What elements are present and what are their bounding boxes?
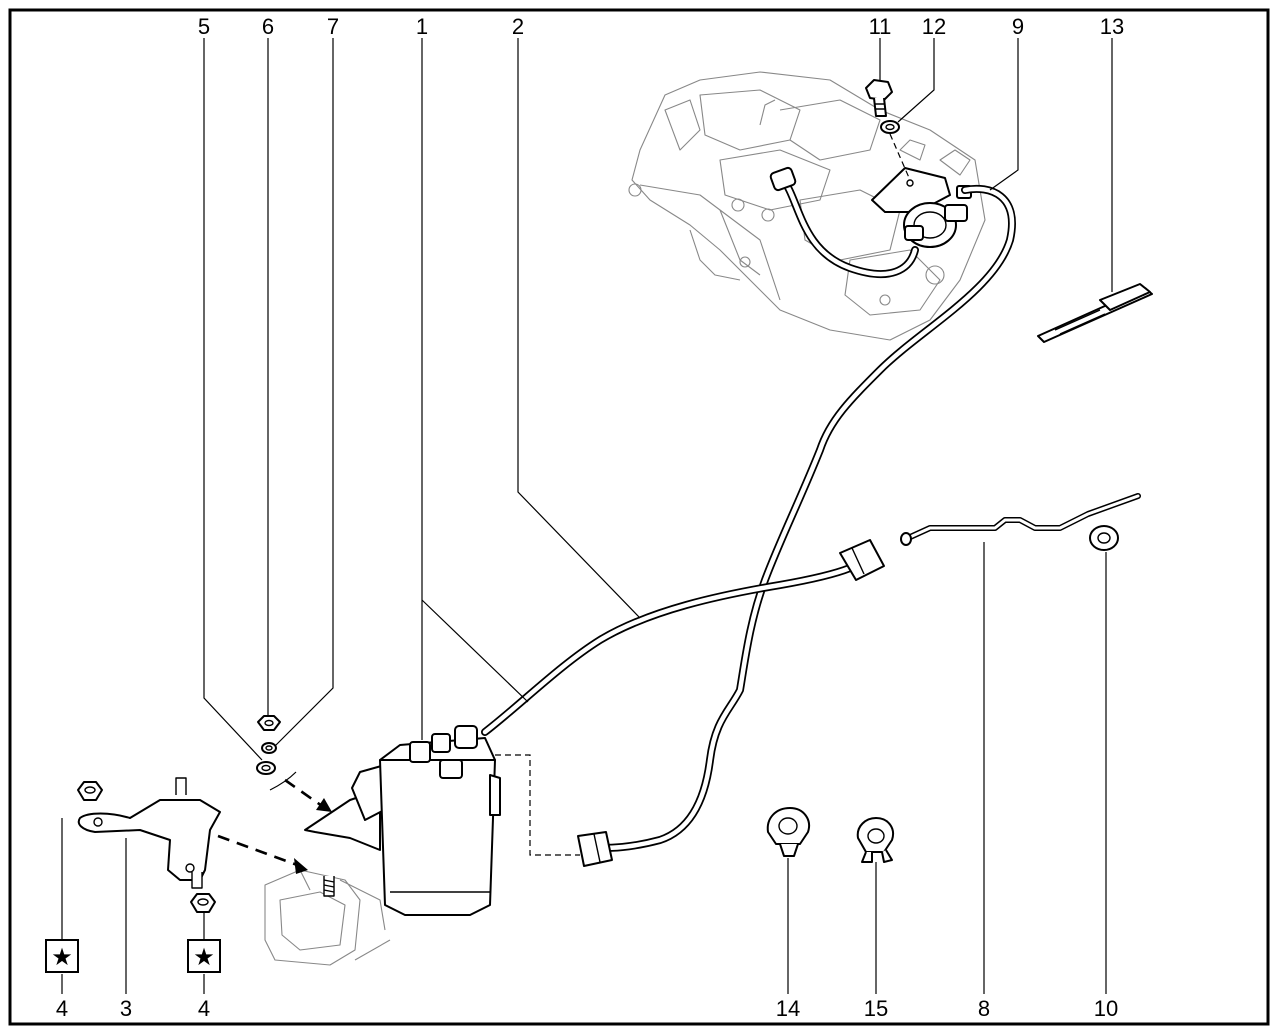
nut-4-right (190, 893, 216, 913)
bolt-11 (865, 79, 893, 117)
washer-5 (256, 761, 276, 775)
torque-star-box-right: ★ (187, 939, 221, 973)
callout-4-left: 4 (56, 996, 68, 1021)
vent-hose-2 (481, 539, 885, 736)
purge-solenoid-valve (769, 166, 972, 279)
torque-star-box-left: ★ (45, 939, 79, 973)
nut-4-left (77, 781, 103, 801)
callout-9: 9 (1012, 14, 1024, 39)
clip-15 (856, 817, 894, 863)
callout-15: 15 (864, 996, 888, 1021)
evap-canister (304, 725, 580, 916)
torque-star-symbol: ★ (51, 943, 73, 971)
canister-bracket (77, 777, 221, 889)
callout-1: 1 (416, 14, 428, 39)
assembly-arrow-canister (284, 778, 323, 808)
callout-3: 3 (120, 996, 132, 1021)
callout-12: 12 (922, 14, 946, 39)
assembly-arrow-head-bracket (294, 858, 308, 874)
callout-6: 6 (262, 14, 274, 39)
callout-11: 11 (869, 14, 892, 39)
nut-6 (257, 715, 281, 731)
grommet-10 (1089, 525, 1119, 551)
callout-7: 7 (327, 14, 339, 39)
callout-2: 2 (512, 14, 524, 39)
clip-14 (766, 807, 810, 857)
assembly-arrow-head-canister (316, 798, 332, 812)
assembly-arrow-bracket (217, 834, 301, 868)
washer-12 (880, 120, 900, 134)
washer-7 (261, 742, 277, 754)
intake-manifold-ghost (628, 71, 986, 341)
diagram-frame (8, 8, 1270, 1026)
leader-lines (61, 38, 1113, 994)
body-mount-ghost (264, 869, 391, 966)
cable-tie-13 (1037, 283, 1153, 343)
callout-10: 10 (1094, 996, 1118, 1021)
callout-5: 5 (198, 14, 210, 39)
body-stud (323, 876, 335, 897)
fastener-group-bracket-arc (269, 771, 297, 791)
vent-line-8 (900, 493, 1141, 546)
callout-8: 8 (978, 996, 990, 1021)
callout-4-right: 4 (198, 996, 210, 1021)
purge-hose-9 (577, 184, 1016, 867)
callout-14: 14 (776, 996, 800, 1021)
callout-13: 13 (1100, 14, 1124, 39)
torque-star-symbol: ★ (193, 943, 215, 971)
bolt-axis-line (889, 133, 911, 181)
